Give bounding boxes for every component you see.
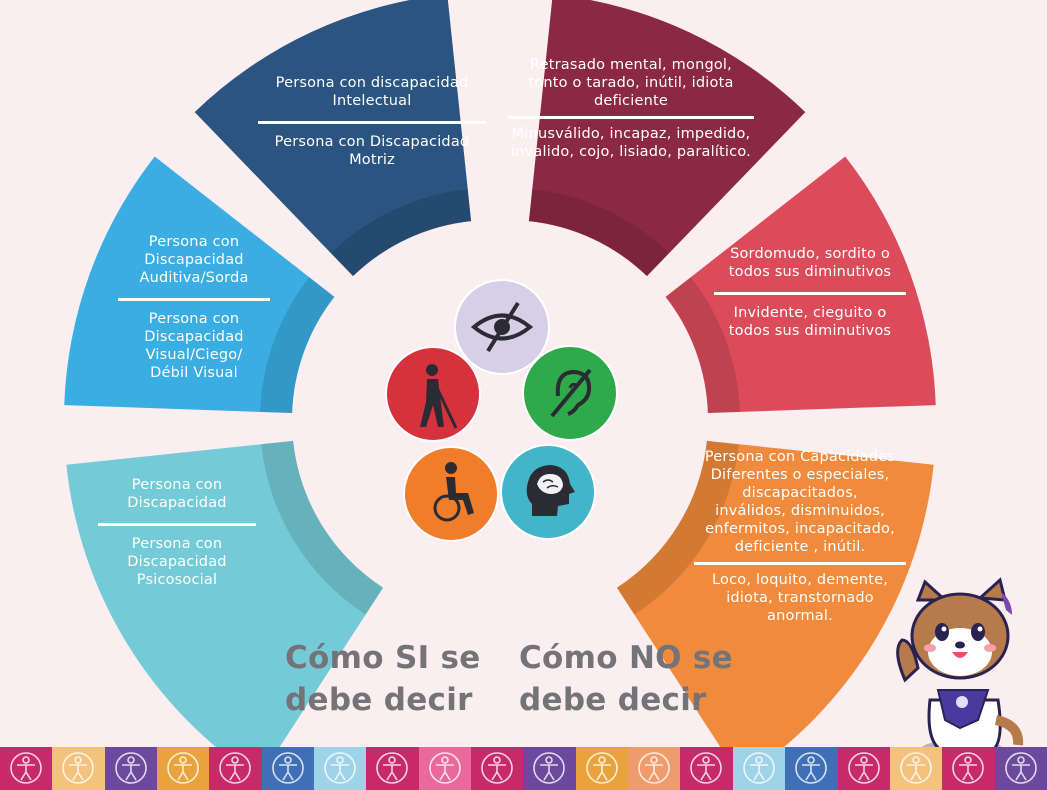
term-capacidades-diferentes: Persona con Capacidades Diferentes o esp… bbox=[704, 449, 896, 555]
incorrect-segment-1 bbox=[528, 0, 806, 277]
brain-head-icon bbox=[500, 444, 596, 540]
term-intelectual: Persona con discapacidad Intelectual bbox=[275, 75, 469, 109]
footer-tile bbox=[680, 747, 733, 790]
accessibility-icon bbox=[533, 752, 566, 784]
divider bbox=[98, 523, 256, 526]
disability-icons bbox=[385, 279, 618, 542]
footer-tile bbox=[523, 747, 576, 790]
footer-tile bbox=[314, 747, 367, 790]
divider bbox=[714, 292, 906, 295]
term-minusvalido: Minusválido, incapaz, impedido, invalido… bbox=[511, 126, 751, 160]
term-discapacidad: Persona con Discapacidad bbox=[127, 477, 227, 511]
term-visual: Persona con Discapacidad Visual/Ciego/ D… bbox=[144, 311, 244, 381]
wheelchair-icon bbox=[403, 446, 499, 542]
footer-tile bbox=[418, 747, 472, 790]
footer-tile bbox=[104, 747, 158, 790]
accessibility-icon bbox=[638, 752, 670, 784]
accessibility-icon bbox=[743, 752, 775, 784]
footer-tile bbox=[732, 747, 786, 790]
accessibility-icon bbox=[952, 752, 984, 784]
accessibility-icon bbox=[114, 752, 147, 784]
footer-tile bbox=[942, 747, 995, 790]
footer-tile bbox=[157, 747, 210, 790]
footer-tile bbox=[889, 747, 943, 790]
correct-segment-2 bbox=[64, 156, 335, 414]
incorrect-terms-segment-1: Retrasado mental, mongol, tonto o tarado… bbox=[508, 56, 754, 161]
correct-segment-3-inner-band bbox=[261, 440, 384, 615]
incorrect-terms-segment-3: Persona con Capacidades Diferentes o esp… bbox=[694, 448, 906, 625]
accessibility-icon bbox=[585, 752, 618, 784]
footer-tile bbox=[0, 747, 53, 790]
correct-terms-segment-3: Persona con Discapacidad Persona con Dis… bbox=[98, 476, 256, 589]
accessibility-icon bbox=[62, 752, 95, 784]
correct-terms-segment-2: Persona con Discapacidad Auditiva/Sorda … bbox=[118, 233, 270, 382]
heading-como-si: Cómo SI se debe decir bbox=[285, 640, 481, 718]
correct-segment-1 bbox=[194, 0, 472, 277]
accessibility-icon bbox=[324, 752, 356, 784]
accessibility-icon bbox=[900, 752, 932, 784]
divider bbox=[694, 562, 906, 565]
ear-slash-icon bbox=[522, 345, 618, 441]
footer-tile bbox=[366, 747, 419, 790]
divider bbox=[258, 121, 486, 124]
accessibility-icon bbox=[690, 752, 723, 784]
shiba-mascot-waving bbox=[896, 577, 1024, 756]
incorrect-segment-2-inner-band bbox=[665, 277, 740, 414]
correct-segment-1-inner-band bbox=[330, 189, 472, 277]
divider bbox=[508, 116, 754, 119]
term-psicosocial: Persona con Discapacidad Psicosocial bbox=[127, 536, 227, 588]
accessibility-icon bbox=[219, 752, 252, 784]
incorrect-terms-segment-2: Sordomudo, sordito o todos sus diminutiv… bbox=[714, 245, 906, 340]
accessibility-icon bbox=[795, 752, 827, 784]
correct-terms-segment-1: Persona con discapacidad Intelectual Per… bbox=[258, 74, 486, 169]
term-sordomudo: Sordomudo, sordito o todos sus diminutiv… bbox=[728, 246, 892, 280]
heading-como-no: Cómo NO se debe decir bbox=[519, 640, 734, 718]
accessibility-icon bbox=[167, 752, 199, 784]
footer-tile bbox=[994, 747, 1047, 790]
footer-pattern-strip bbox=[0, 747, 1047, 790]
incorrect-segment-3 bbox=[616, 440, 934, 779]
accessibility-icon bbox=[1004, 752, 1037, 784]
blind-cane-icon bbox=[385, 346, 481, 442]
accessibility-icon bbox=[428, 752, 461, 784]
accessibility-icon bbox=[847, 752, 880, 784]
footer-tile bbox=[575, 747, 629, 790]
eye-slash-icon bbox=[454, 279, 550, 375]
accessibility-icon bbox=[481, 752, 513, 784]
incorrect-segment-1-inner-band bbox=[528, 189, 670, 277]
term-loco: Loco, loquito, demente, idiota, transtor… bbox=[711, 572, 889, 624]
accessibility-icon bbox=[10, 752, 42, 784]
ring-segments bbox=[64, 0, 936, 779]
footer-tile bbox=[261, 747, 315, 790]
term-retrasado: Retrasado mental, mongol, tonto o tarado… bbox=[528, 57, 734, 109]
footer-tile bbox=[52, 747, 105, 790]
footer-tile bbox=[785, 747, 838, 790]
correct-segment-2-inner-band bbox=[260, 277, 335, 414]
footer-tile bbox=[628, 747, 681, 790]
footer-tile bbox=[837, 747, 890, 790]
divider bbox=[118, 298, 270, 301]
term-motriz: Persona con Discapacidad Motriz bbox=[274, 134, 470, 168]
footer-tile bbox=[471, 747, 524, 790]
term-invidente: Invidente, cieguito o todos sus diminuti… bbox=[728, 305, 892, 339]
incorrect-segment-2 bbox=[665, 156, 936, 414]
footer-tile bbox=[209, 747, 262, 790]
accessibility-icon bbox=[376, 752, 409, 784]
term-auditiva: Persona con Discapacidad Auditiva/Sorda bbox=[139, 234, 249, 286]
accessibility-icon bbox=[271, 752, 304, 784]
incorrect-segment-3-inner-band bbox=[616, 440, 739, 615]
